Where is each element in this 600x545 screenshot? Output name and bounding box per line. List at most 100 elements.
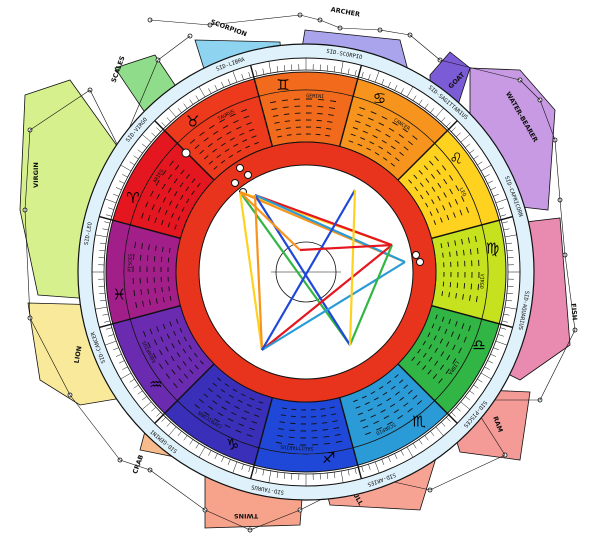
star-link — [539, 329, 576, 401]
sign-data-mark — [156, 326, 159, 332]
degree-tick — [195, 443, 200, 449]
sign-data-mark — [161, 287, 163, 293]
sign-data-mark — [216, 154, 222, 159]
sign-data-mark — [435, 208, 439, 214]
degree-tick — [189, 439, 194, 445]
degree-tick — [387, 456, 391, 463]
sign-data-mark — [368, 117, 374, 121]
sign-data-mark — [159, 349, 163, 356]
sign-data-mark — [171, 343, 175, 349]
sign-data-mark — [237, 399, 243, 403]
degree-tick — [156, 412, 161, 417]
sign-data-mark — [161, 219, 164, 226]
sign-data-mark — [372, 134, 378, 139]
sign-data-mark — [412, 395, 418, 400]
sign-data-mark — [361, 395, 367, 399]
sign-data-mark — [382, 157, 388, 161]
sign-data-mark — [357, 412, 364, 416]
degree-tick — [95, 234, 108, 238]
degree-tick — [424, 103, 429, 109]
degree-tick — [129, 161, 135, 166]
sign-data-mark — [321, 422, 328, 424]
sign-data-mark — [220, 388, 226, 393]
degree-tick — [347, 469, 350, 476]
degree-tick — [387, 81, 391, 88]
sign-data-mark — [185, 186, 190, 192]
sign-data-mark — [165, 346, 169, 352]
sign-data-mark — [224, 424, 231, 428]
sign-data-mark — [235, 429, 242, 433]
degree-tick — [141, 401, 152, 410]
degree-tick — [446, 122, 451, 127]
sign-data-mark — [178, 378, 183, 384]
sign-data-mark — [249, 427, 255, 431]
sign-data-mark — [145, 201, 149, 208]
degree-tick — [490, 187, 497, 191]
aspect-line — [253, 194, 264, 351]
sign-ring: ♊GEMINI♋CANCER♌LEO♍VIRGO♎LIBRA♏SCORPIO♐S… — [99, 65, 513, 479]
degree-tick — [115, 187, 122, 191]
sign-data-mark — [135, 301, 138, 309]
degree-tick — [168, 426, 177, 437]
sign-data-mark — [246, 434, 253, 437]
sign-data-mark — [203, 137, 209, 142]
degree-tick — [326, 65, 328, 72]
sign-data-mark — [164, 210, 168, 216]
sign-data-mark — [188, 344, 192, 350]
sign-data-mark — [236, 126, 242, 130]
sign-data-mark — [182, 348, 187, 354]
sign-data-mark — [236, 149, 242, 153]
sign-data-mark — [148, 244, 150, 250]
sign-data-mark — [174, 165, 180, 171]
sign-data-mark — [441, 316, 445, 322]
sign-data-mark — [392, 121, 398, 126]
degree-tick — [340, 61, 344, 74]
degree-tick — [503, 313, 510, 316]
sign-data-mark — [189, 369, 194, 375]
sign-data-mark — [149, 328, 153, 335]
sign-data-mark — [408, 179, 413, 184]
sign-data-mark — [328, 114, 334, 116]
sign-data-mark — [246, 122, 252, 125]
degree-tick — [284, 472, 286, 479]
sign-data-mark — [442, 252, 444, 258]
sign-data-mark — [233, 143, 239, 147]
degree-tick — [137, 149, 143, 154]
sign-data-mark — [162, 197, 167, 203]
sign-data-mark — [220, 142, 226, 147]
sign-data-mark — [248, 128, 255, 132]
degree-tick — [113, 347, 119, 351]
degree-tick — [276, 471, 279, 479]
sign-data-mark — [332, 420, 338, 423]
sign-data-mark — [275, 128, 281, 131]
sign-data-mark — [399, 396, 405, 401]
sign-data-mark — [246, 404, 252, 407]
sign-data-mark — [449, 188, 453, 195]
sign-data-mark — [393, 409, 400, 414]
constellation-label: VIRGIN — [32, 162, 40, 188]
sign-data-mark — [280, 414, 286, 417]
sign-data-mark — [173, 382, 178, 389]
degree-tick — [137, 390, 143, 395]
sign-data-mark — [241, 416, 247, 420]
sign-data-mark — [154, 287, 156, 294]
sign-data-mark — [365, 431, 371, 435]
sign-data-mark — [452, 344, 456, 351]
sign-data-mark — [440, 351, 445, 357]
sign-data-mark — [168, 200, 173, 206]
sign-data-mark — [285, 127, 291, 129]
degree-tick — [99, 250, 106, 252]
sign-data-mark — [387, 421, 393, 426]
sign-data-mark — [440, 217, 443, 223]
sign-data-mark — [169, 295, 172, 301]
sign-data-mark — [199, 131, 205, 137]
degree-tick — [374, 461, 380, 474]
sign-data-mark — [331, 413, 337, 416]
degree-tick — [198, 86, 206, 98]
degree-tick — [418, 99, 423, 105]
degree-tick — [406, 86, 414, 98]
sign-data-mark — [439, 364, 444, 370]
sign-data-mark — [423, 165, 429, 171]
degree-tick — [495, 340, 508, 346]
degree-tick — [133, 384, 139, 389]
